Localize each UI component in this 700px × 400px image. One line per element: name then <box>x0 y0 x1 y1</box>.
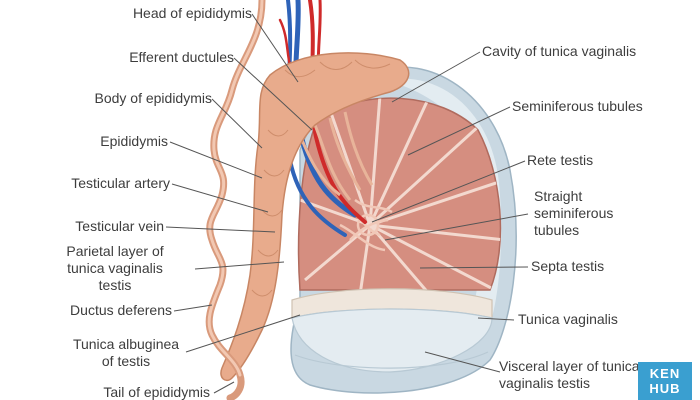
label-septa-testis: Septa testis <box>531 258 605 274</box>
label-testicular-vein: Testicular vein <box>75 218 164 234</box>
label-visceral-layer: Visceral layer of tunica vaginalis testi… <box>499 358 639 391</box>
epididymis <box>220 52 410 382</box>
label-epididymis: Epididymis <box>100 133 168 149</box>
label-tunica-albuginea: Tunica albuginea of testis <box>72 336 180 369</box>
label-testicular-artery: Testicular artery <box>71 175 170 191</box>
label-rete-testis: Rete testis <box>527 152 594 168</box>
label-tail-of-epididymis: Tail of epididymis <box>103 384 210 400</box>
leader-lines-right <box>371 51 529 373</box>
label-head-of-epididymis: Head of epididymis <box>132 5 252 21</box>
kenhub-logo: KEN HUB <box>638 362 692 400</box>
label-seminiferous-tubules: Seminiferous tubules <box>512 98 643 114</box>
label-straight-seminiferous-tubules: Straight seminiferous tubules <box>534 188 614 238</box>
septa-testis <box>299 98 501 290</box>
label-efferent-ductules: Efferent ductules <box>129 49 234 65</box>
label-tunica-vaginalis: Tunica vaginalis <box>518 311 618 327</box>
label-body-of-epididymis: Body of epididymis <box>94 90 212 106</box>
label-cavity-of-tunica-vaginalis: Cavity of tunica vaginalis <box>482 43 637 59</box>
label-parietal-layer: Parietal layer of tunica vaginalis testi… <box>66 243 164 293</box>
label-ductus-deferens: Ductus deferens <box>70 302 172 318</box>
leader-lines-left <box>165 13 313 394</box>
